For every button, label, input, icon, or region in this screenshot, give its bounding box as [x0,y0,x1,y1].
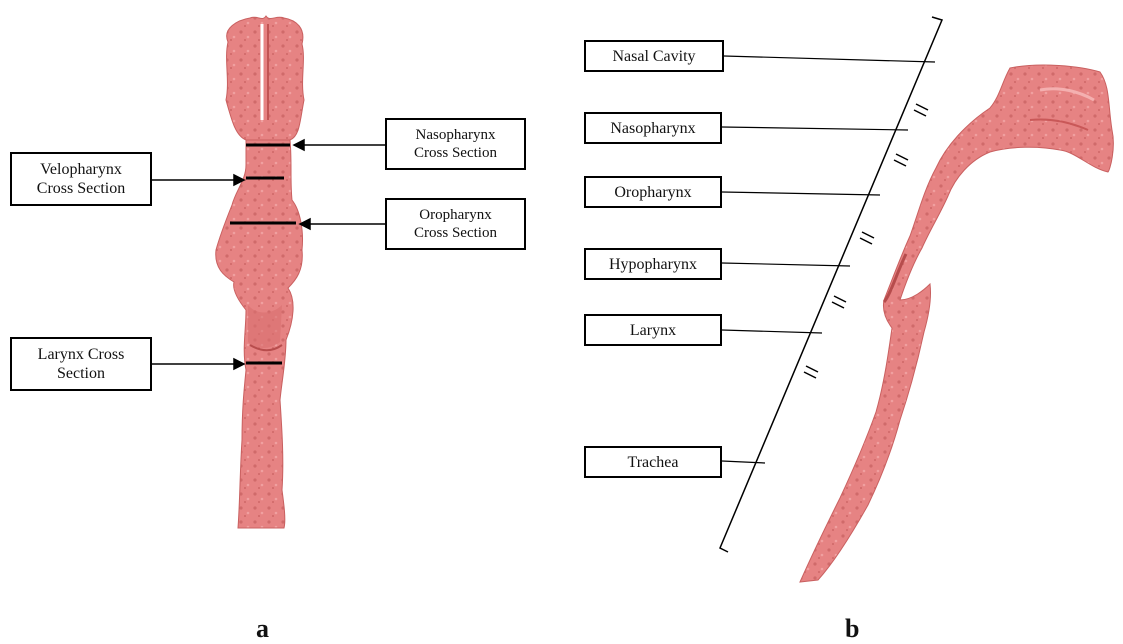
larynx-label-line1: Larynx Cross [38,345,125,364]
nasopharynx-label-line2: Cross Section [414,144,497,162]
nasopharynx-label-line1: Nasopharynx [414,126,497,144]
trachea-region-label: Trachea [584,446,722,478]
larynx-region-label: Larynx [584,314,722,346]
nasopharynx-region-label: Nasopharynx [584,112,722,144]
oropharynx-leader [722,192,880,195]
nasopharynx-cross-section-label: Nasopharynx Cross Section [385,118,526,170]
hypopharynx-leader [722,263,850,266]
panel-b-letter: b [845,614,859,644]
nasopharynx-leader [722,127,908,130]
oropharynx-label-line2: Cross Section [414,224,497,242]
airway-model-frontal [216,16,304,528]
airway-model-sagittal [800,65,1113,582]
velopharynx-label: Velopharynx Cross Section [10,152,152,206]
oropharynx-region-label: Oropharynx [584,176,722,208]
panel-a-letter: a [256,614,269,644]
velopharynx-label-line2: Cross Section [37,179,125,198]
larynx-label-line2: Section [38,364,125,383]
oropharynx-label-line1: Oropharynx [414,206,497,224]
larynx-cross-section-label: Larynx Cross Section [10,337,152,391]
region-scale [720,17,942,552]
oropharynx-cross-section-label: Oropharynx Cross Section [385,198,526,250]
nasal-cavity-label: Nasal Cavity [584,40,724,72]
hypopharynx-region-label: Hypopharynx [584,248,722,280]
nasal-cavity-leader [724,56,935,62]
trachea-leader [722,461,765,463]
velopharynx-label-line1: Velopharynx [37,160,125,179]
larynx-leader [722,330,822,333]
